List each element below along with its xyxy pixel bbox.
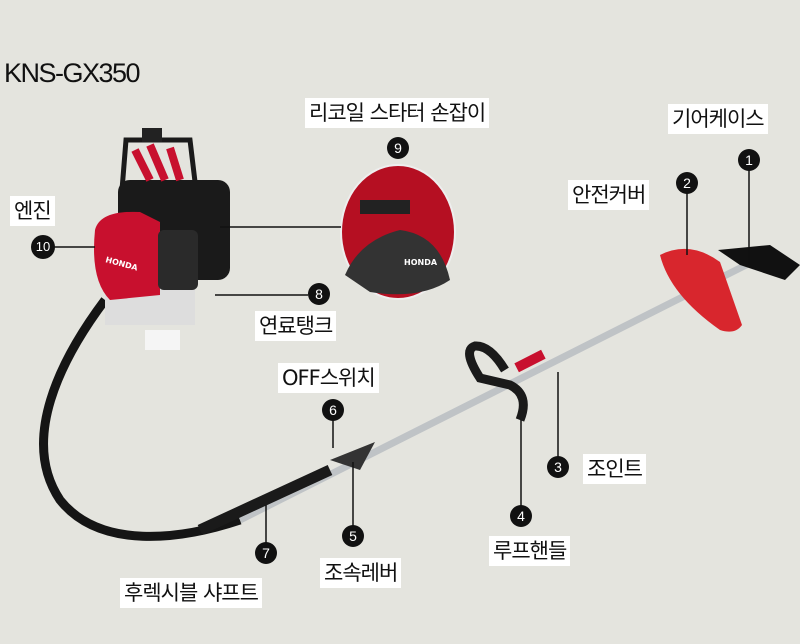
marker-7: 7 bbox=[255, 542, 277, 564]
engine: HONDA bbox=[94, 211, 198, 350]
marker-8: 8 bbox=[308, 283, 330, 305]
label-joint: 조인트 bbox=[583, 454, 646, 484]
model-title: KNS-GX350 bbox=[4, 58, 141, 88]
label-gear-case: 기어케이스 bbox=[668, 104, 768, 134]
marker-6: 6 bbox=[322, 399, 344, 421]
label-fuel-tank: 연료탱크 bbox=[255, 311, 337, 341]
marker-3: 3 bbox=[547, 456, 569, 478]
label-throttle-lever: 조속레버 bbox=[320, 558, 402, 588]
marker-1: 1 bbox=[738, 149, 760, 171]
marker-10: 10 bbox=[31, 235, 55, 259]
marker-2: 2 bbox=[676, 172, 698, 194]
grip bbox=[197, 465, 333, 535]
label-engine: 엔진 bbox=[10, 196, 55, 226]
marker-4: 4 bbox=[510, 505, 532, 527]
label-safety-cover: 안전커버 bbox=[568, 180, 650, 210]
marker-9: 9 bbox=[387, 137, 409, 159]
throttle-lever bbox=[330, 442, 375, 470]
label-off-switch: OFF스위치 bbox=[278, 363, 379, 393]
label-recoil-starter: 리코일 스타터 손잡이 bbox=[305, 98, 490, 128]
loop-handle bbox=[465, 341, 528, 422]
safety-cover bbox=[660, 248, 742, 332]
label-flexible-shaft: 후렉시블 샤프트 bbox=[120, 578, 262, 608]
leader-lines bbox=[54, 170, 750, 543]
marker-5: 5 bbox=[342, 525, 364, 547]
blade bbox=[718, 245, 800, 280]
svg-text:HONDA: HONDA bbox=[404, 258, 438, 267]
flexible-shaft bbox=[39, 297, 242, 541]
recoil-starter-inset: HONDA bbox=[340, 164, 456, 300]
label-loop-handle: 루프핸들 bbox=[489, 536, 571, 566]
